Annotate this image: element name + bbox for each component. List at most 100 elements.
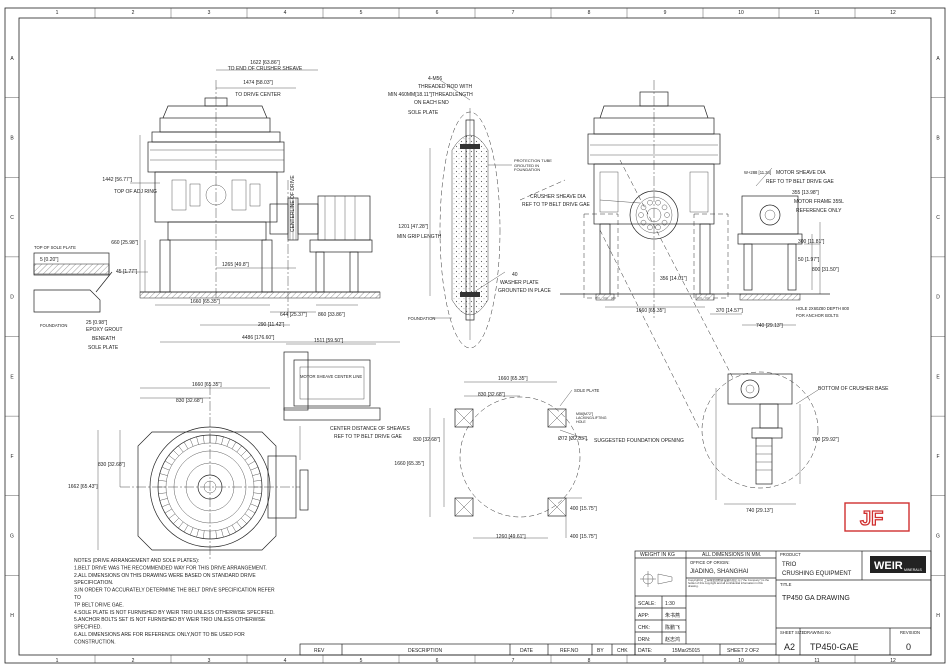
reference-leaders — [519, 159, 735, 431]
motor-sheave-dia: MOTOR SHEAVE DIA — [776, 170, 826, 176]
epoxy-grout-label: EPOXY GROUT — [86, 327, 123, 333]
lifting-hole-label: M56[M72"] LACKING/LIFTING HOLE — [576, 412, 607, 425]
dim-300: 300 [11.81"] — [798, 239, 825, 245]
grid-col-11: 11 — [814, 10, 819, 16]
grid-col-8: 8 — [588, 658, 591, 664]
motor-dim-ref: W+288 [11.34] — [744, 170, 771, 175]
weir-logo-sub: MINERALS — [904, 568, 923, 572]
all-dims-label: ALL DIMENSIONS IN MM. — [702, 552, 761, 558]
dim-1474: 1474 [58.03"] — [243, 80, 273, 86]
grid-col-12: 12 — [890, 10, 896, 16]
grid-row-C: C — [936, 215, 940, 221]
grid-row-G: G — [10, 534, 14, 540]
chk-label: CHK: — [638, 625, 650, 631]
date-label: DATE: — [638, 648, 652, 654]
revision-value: 0 — [906, 642, 911, 652]
notes-block: NOTES (DRIVE ARRANGEMENT AND SOLE PLATES… — [74, 558, 275, 645]
foundation-plan: 1660 [65.35"] 830 [32.68"] SOLE PLATE M5… — [394, 376, 684, 540]
dim-1660-found: 1660 [65.35"] — [498, 376, 528, 382]
dim-830-found-v: 830 [32.68"] — [413, 437, 440, 443]
foundation-label: FOUNDATION — [40, 323, 67, 328]
grid-row-A: A — [936, 56, 940, 62]
center-distance-label: CENTER DISTANCE OF SHEAVES — [330, 426, 410, 432]
top-adj-ring-label: TOP OF ADJ RING — [114, 189, 157, 195]
chk-header: CHK — [617, 648, 628, 654]
date-value: 15Mar25015 — [672, 648, 700, 654]
grid-col-10: 10 — [738, 10, 744, 16]
grid-col-11: 11 — [814, 658, 819, 664]
grid-row-B: B — [936, 135, 940, 141]
note-line: TO — [74, 595, 81, 601]
dim-5: 5 [0.20"] — [40, 257, 59, 263]
plan-view: 4486 [176.60"] 1511 [59.50"] MOTOR SHEAV… — [68, 335, 410, 560]
grid-col-1: 1 — [56, 10, 59, 16]
dim-1260: 1260 [49.61"] — [496, 534, 526, 540]
motor-sheave-ref: REF TO TP BELT DRIVE GAE — [766, 179, 834, 185]
note-line: 6.ALL DIMENSIONS ARE FOR REFERENCE ONLY,… — [74, 632, 245, 638]
suggested-opening-label: SUGGESTED FOUNDATION OPENING — [594, 438, 684, 444]
grid-row-H: H — [10, 613, 14, 619]
grid-col-10: 10 — [738, 658, 744, 664]
grid-row-D: D — [10, 295, 14, 301]
drn-value: 赵志鸿 — [665, 636, 680, 643]
product-line-2: CRUSHING EQUIPMENT — [782, 571, 852, 577]
note-line: TP BELT DRIVE GAE. — [74, 602, 124, 608]
sole-plate-label: SOLE PLATE — [88, 345, 119, 351]
crusher-sheave-dia: CRUSHER SHEAVE DIA — [530, 194, 586, 200]
drawing-title: TP450 GA DRAWING — [782, 595, 850, 602]
grid-col-4: 4 — [284, 10, 287, 16]
anchor-bolts-label: FOR ANCHOR BOLTS — [796, 313, 839, 318]
bottom-crusher-base-label: BOTTOM OF CRUSHER BASE — [818, 386, 889, 392]
drawing-no-label: DRAWING No — [804, 630, 831, 635]
note-line: 3.IN ORDER TO ACCURATELY DETERMINE THE B… — [74, 588, 275, 594]
note-line: 5.ANCHOR BOLTS SET IS NOT FURNISHED BY W… — [74, 617, 266, 623]
dim-1660-plan: 1660 [65.35"] — [192, 382, 222, 388]
dim-1660-front: 1660 [65.35"] — [190, 299, 220, 305]
detail-view: BOTTOM OF CRUSHER BASE 760 [29.92"] 740 … — [701, 371, 889, 514]
foundation-rod-label: FOUNDATION — [408, 316, 435, 321]
note-line: SPECIFIED. — [74, 625, 102, 631]
drn-label: DRN: — [638, 637, 650, 643]
grid-col-5: 5 — [360, 10, 363, 16]
grid-row-C: C — [10, 215, 14, 221]
date-header: DATE — [520, 648, 534, 654]
motor-frame-label: MOTOR FRAME 355L — [794, 199, 844, 205]
weir-logo — [870, 556, 926, 573]
dim-370: 370 [14.57"] — [716, 308, 743, 314]
grid-col-3: 3 — [208, 10, 211, 16]
dim-1622-note: TO END OF CRUSHER SHEAVE — [228, 66, 303, 72]
grid-col-3: 3 — [208, 658, 211, 664]
dim-45: 45 [1.77"] — [116, 269, 138, 275]
front-elevation-view: 1622 [63.86"] TO END OF CRUSHER SHEAVE 1… — [33, 60, 381, 351]
scale-value: 1:30 — [665, 601, 675, 607]
dim-4486: 4486 [176.60"] — [242, 335, 275, 341]
dim-72: Ø72 [Ø2.83"] — [558, 436, 588, 442]
grid-row-H: H — [936, 613, 940, 619]
app-value: 朱书燕 — [665, 612, 680, 619]
rod-spec-sole-plate: SOLE PLATE — [408, 110, 439, 116]
office-label: OFFICE OF ORIGIN: — [690, 560, 730, 565]
reference-only-label: REFERENCE ONLY — [796, 208, 842, 214]
dim-740-detail: 740 [29.13"] — [746, 508, 773, 514]
product-line-1: TRIO — [782, 562, 797, 568]
dim-1622: 1622 [63.86"] — [250, 60, 280, 66]
dim-830-plan: 830 [32.68"] — [176, 398, 203, 404]
grid-row-E: E — [10, 374, 14, 380]
scale-label: SCALE: — [638, 601, 656, 607]
jf-stamp-text: JF — [860, 508, 883, 530]
dim-355: 355 [13.98"] — [792, 190, 819, 196]
title-block: WEIGHT IN KG ALL DIMENSIONS IN MM. PRODU… — [634, 550, 932, 656]
motor-sheave-center: MOTOR SHEAVE CENTER LINE — [300, 374, 362, 379]
grid-col-6: 6 — [436, 10, 439, 16]
washer-size: 40 — [512, 272, 518, 278]
title-label: TITLE — [780, 582, 792, 587]
revision-label: REVISION — [900, 630, 920, 635]
centerline-drive-label: CENTERLINE OF DRIVE — [290, 175, 296, 232]
sheet-size-value: A2 — [784, 642, 795, 652]
side-elevation-view: CRUSHER SHEAVE DIA REF TO TP BELT DRIVE … — [522, 80, 850, 329]
dim-1265: 1265 [49.8"] — [222, 262, 249, 268]
protection-tube-label: PROTECTION TUBE GROUTED IN FOUNDATION — [514, 159, 552, 173]
ref-no-header: REF.NO — [560, 648, 578, 654]
grid-col-4: 4 — [284, 658, 287, 664]
washer-label: WASHER PLATE — [500, 280, 539, 286]
